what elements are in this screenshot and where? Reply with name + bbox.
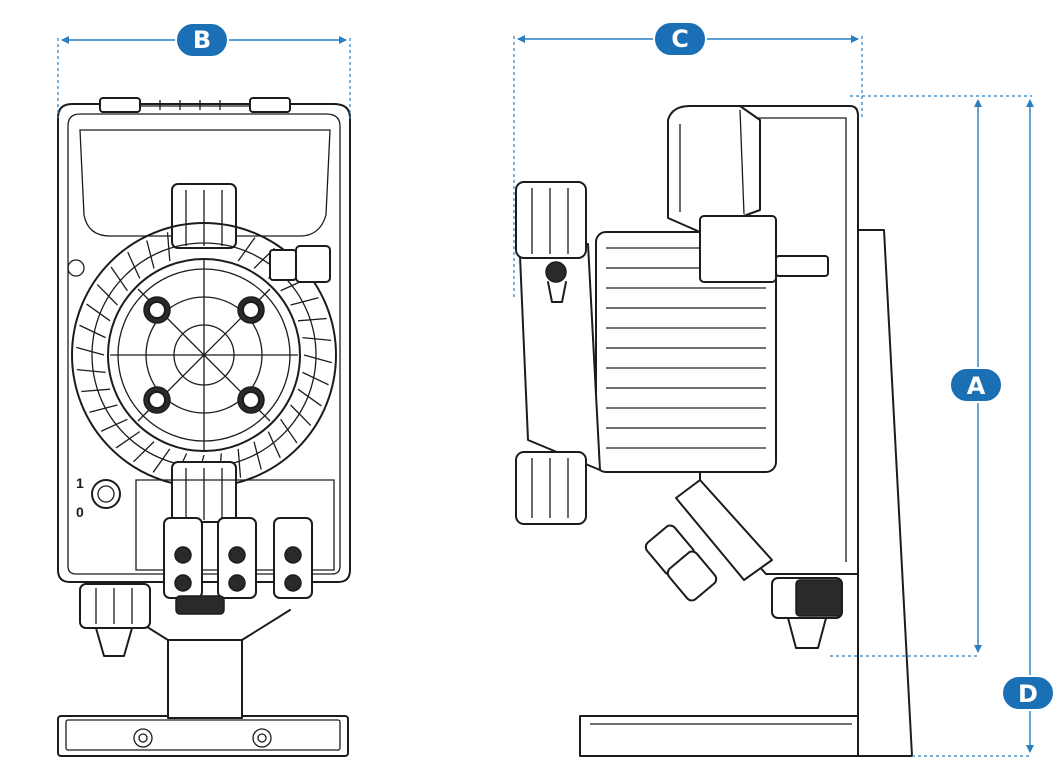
badge-b: B xyxy=(175,22,229,58)
cooling-fin xyxy=(302,371,329,386)
front-view: 1 0 xyxy=(57,97,351,757)
label-a: A xyxy=(967,372,986,400)
cooling-fin xyxy=(280,418,298,444)
mount-pillar xyxy=(167,639,243,719)
cooling-fin xyxy=(100,418,128,432)
cooling-fin xyxy=(267,431,281,459)
cooling-fin xyxy=(115,431,141,449)
side-view xyxy=(515,105,913,757)
cooling-fin xyxy=(96,284,118,306)
cooling-fin xyxy=(110,266,128,292)
switch-on-label: 1 xyxy=(76,475,84,491)
badge-a: A xyxy=(949,367,1003,403)
cable-glands xyxy=(163,517,313,615)
cooling-fin xyxy=(81,388,111,393)
motor-fins xyxy=(595,231,777,473)
cooling-fin xyxy=(297,388,322,407)
switch-off-label: 0 xyxy=(76,504,84,520)
cooling-fin xyxy=(89,404,118,413)
cooling-fin xyxy=(76,368,106,374)
badge-c: C xyxy=(653,21,707,57)
cooling-fin xyxy=(303,354,332,364)
cooling-fin xyxy=(76,346,105,356)
label-b: B xyxy=(193,26,211,54)
cooling-fin xyxy=(290,297,319,306)
cooling-fin xyxy=(166,232,171,262)
cooling-fin xyxy=(290,404,312,426)
cooling-fin xyxy=(253,441,262,470)
label-c: C xyxy=(671,25,689,53)
cooling-fin xyxy=(127,251,141,279)
cooling-fin xyxy=(237,237,256,262)
badge-d: D xyxy=(1001,675,1055,711)
power-switch[interactable] xyxy=(91,479,121,509)
cooling-fin xyxy=(152,448,171,473)
cooling-fin xyxy=(297,317,327,322)
inlet-valve xyxy=(515,451,587,525)
outlet-valve xyxy=(515,181,587,259)
cooling-fin xyxy=(302,336,332,342)
side-base xyxy=(579,715,863,757)
side-cable-glands xyxy=(644,524,718,602)
cooling-fin xyxy=(86,303,111,322)
cooling-fin xyxy=(237,448,242,478)
cooling-fin xyxy=(146,240,155,269)
label-d: D xyxy=(1018,680,1038,708)
cooling-fin xyxy=(133,441,155,463)
mount-bracket xyxy=(857,229,913,757)
cooling-fin xyxy=(79,324,106,339)
